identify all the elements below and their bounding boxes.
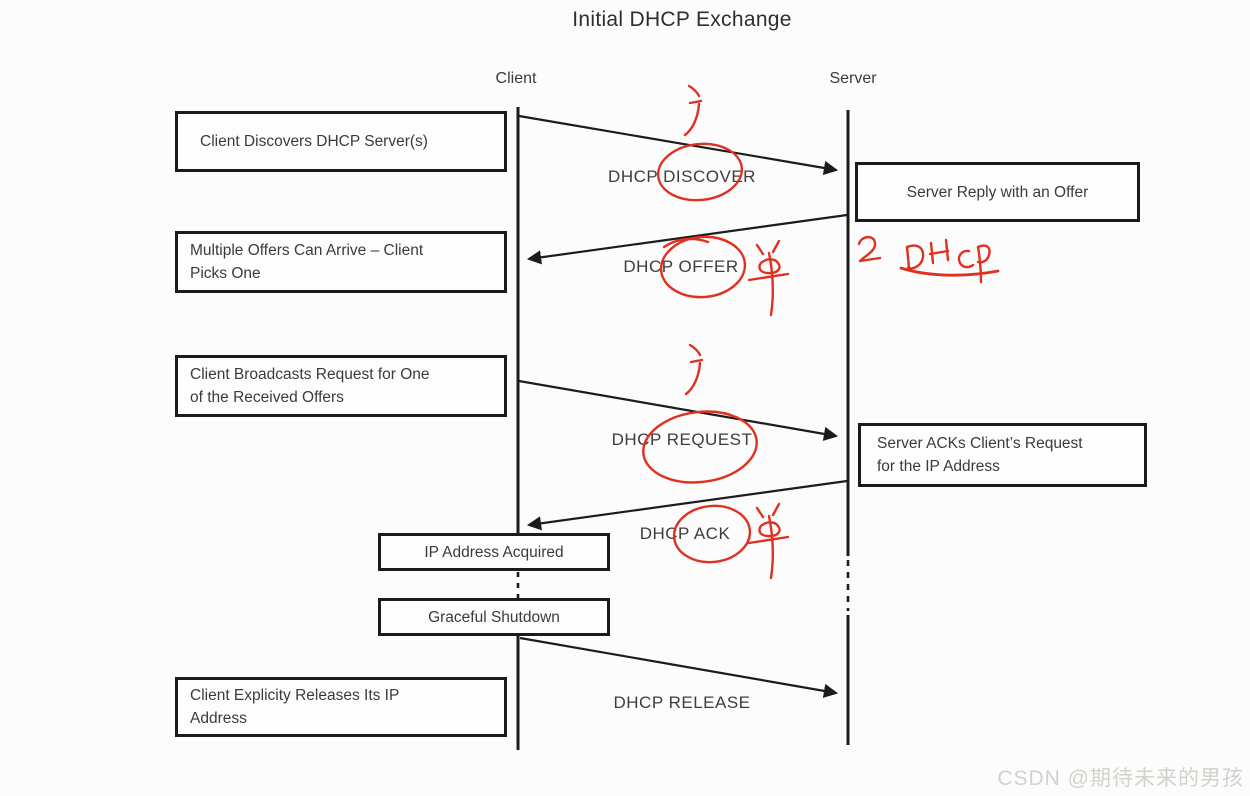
arrow-dhcp-discover [518,114,839,176]
note-client-discovers: Client Discovers DHCP Server(s) [175,111,507,172]
diagram-title: Initial DHCP Exchange [572,8,792,31]
note-client-broadcasts: Client Broadcasts Request for One of the… [175,355,507,417]
actor-label-client: Client [495,70,537,87]
csdn-watermark: CSDN @期待未来的男孩 [997,767,1244,790]
arrow-dhcp-offer [526,213,848,265]
note-ip-acquired: IP Address Acquired [378,533,610,571]
message-label-dhcp-release: DHCP RELEASE [613,693,751,712]
note-server-reply: Server Reply with an Offer [855,162,1140,222]
broadcast-glyph-above-discover [683,84,703,137]
message-label-dhcp-ack: DHCP ACK [639,524,731,543]
unicast-glyph-beside-ack [747,502,790,580]
arrow-dhcp-request [518,379,839,441]
message-label-dhcp-discover: DHCP DISCOVER [608,167,756,186]
arrow-dhcp-ack [526,479,848,531]
red-circle-offer-overstroke [662,237,710,249]
broadcast-glyph-above-request [684,343,704,396]
message-label-dhcp-offer: DHCP OFFER [623,257,739,276]
note-client-releases: Client Explicity Releases Its IP Address [175,677,507,737]
unicast-glyph-beside-offer [747,239,790,317]
note-server-acks: Server ACKs Client’s Request for the IP … [858,423,1147,487]
message-label-dhcp-request: DHCP REQUEST [611,430,753,449]
handwritten-2-dhcp [857,235,1000,284]
note-multiple-offers: Multiple Offers Can Arrive – Client Pick… [175,231,507,293]
actor-label-server: Server [829,70,877,87]
arrow-dhcp-release [519,636,839,698]
note-graceful-shutdown: Graceful Shutdown [378,598,610,636]
